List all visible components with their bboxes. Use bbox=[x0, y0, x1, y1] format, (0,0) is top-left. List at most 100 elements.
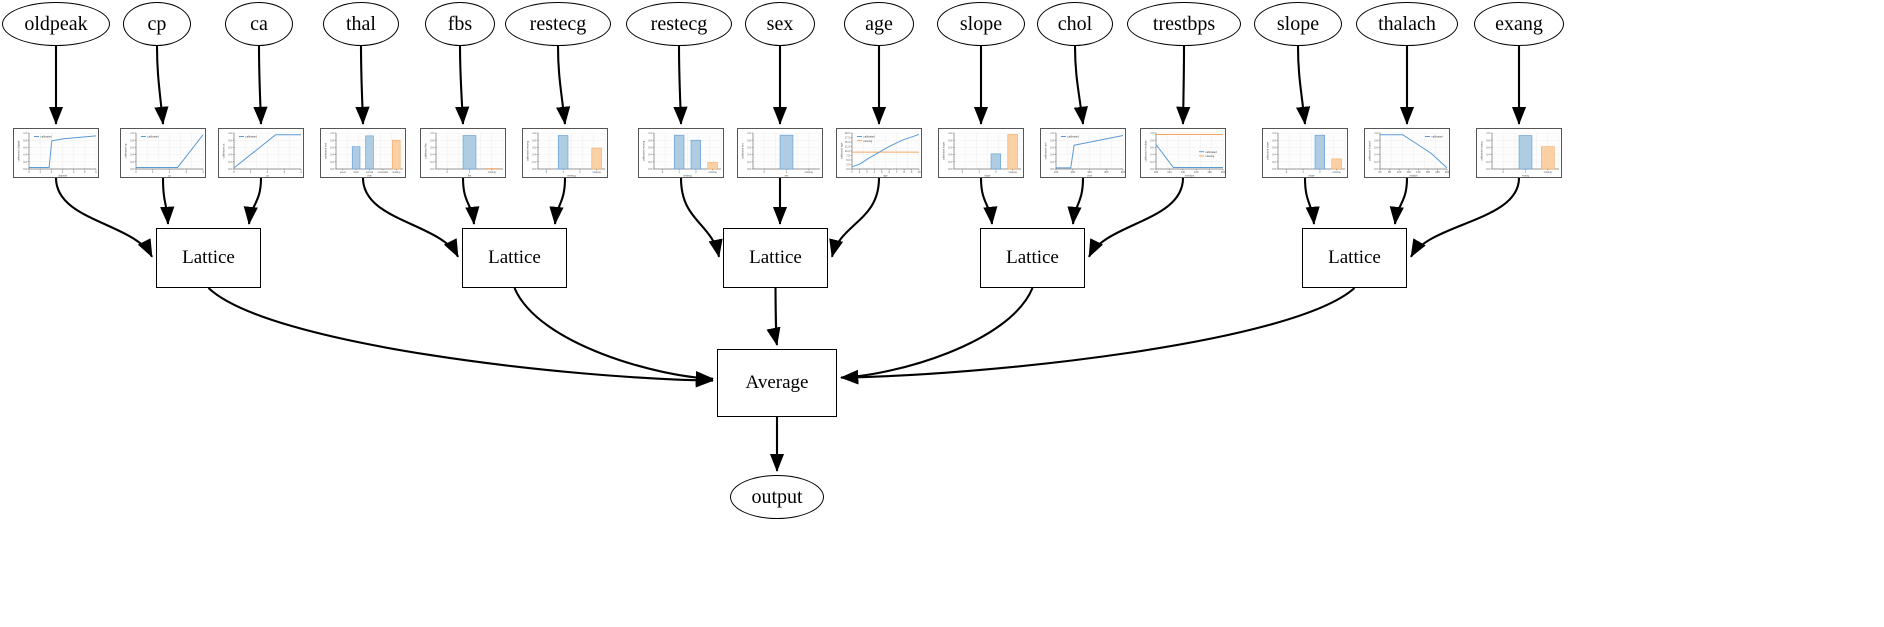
svg-text:0.8: 0.8 bbox=[1486, 138, 1490, 142]
edge-feature-to-calibrator-cp bbox=[154, 45, 169, 125]
svg-text:0.2: 0.2 bbox=[1374, 160, 1378, 164]
svg-text:1.0: 1.0 bbox=[1050, 131, 1054, 135]
svg-text:0.8: 0.8 bbox=[430, 138, 434, 142]
feature-node-sex[interactable]: sex bbox=[745, 2, 815, 46]
feature-node-ca[interactable]: ca bbox=[225, 2, 293, 46]
feature-node-slope[interactable]: slope bbox=[1254, 2, 1342, 46]
svg-text:calibrated: calibrated bbox=[863, 135, 875, 139]
svg-text:60: 60 bbox=[1379, 170, 1382, 174]
svg-text:0.0: 0.0 bbox=[330, 167, 334, 171]
svg-text:0: 0 bbox=[135, 170, 137, 174]
svg-text:chol: chol bbox=[1087, 174, 1092, 177]
svg-text:0.6: 0.6 bbox=[330, 146, 334, 150]
svg-text:areal: areal bbox=[340, 171, 346, 174]
svg-text:6: 6 bbox=[95, 170, 97, 174]
svg-text:slope: slope bbox=[1308, 174, 1315, 177]
feature-node-restecg[interactable]: restecg bbox=[626, 2, 732, 46]
svg-text:7.5: 7.5 bbox=[846, 154, 850, 158]
svg-text:0.8: 0.8 bbox=[1374, 138, 1378, 142]
svg-text:2: 2 bbox=[859, 170, 861, 174]
average-node-label: Average bbox=[745, 372, 809, 393]
calibrator-chart: 0.02.55.07.510.012.515.017.520.0calibrat… bbox=[840, 131, 921, 177]
edge-calibrator-to-lattice bbox=[1067, 177, 1085, 225]
lattice-node-1[interactable]: Lattice bbox=[462, 228, 567, 288]
feature-node-slope[interactable]: slope bbox=[937, 2, 1025, 46]
svg-text:0.0: 0.0 bbox=[1150, 167, 1154, 171]
svg-text:0: 0 bbox=[962, 171, 964, 174]
feature-node-thal[interactable]: thal bbox=[323, 2, 399, 46]
lattice-node-3[interactable]: Lattice bbox=[980, 228, 1085, 288]
svg-text:calibrated: calibrated bbox=[1431, 135, 1443, 139]
svg-text:15.0: 15.0 bbox=[845, 140, 851, 144]
lattice-node-4[interactable]: Lattice bbox=[1302, 228, 1407, 288]
lattice-node-0[interactable]: Lattice bbox=[156, 228, 261, 288]
svg-text:0.4: 0.4 bbox=[330, 153, 334, 157]
svg-text:reversible: reversible bbox=[378, 171, 389, 174]
svg-text:1.0: 1.0 bbox=[1374, 131, 1378, 135]
average-node[interactable]: Average bbox=[717, 349, 837, 417]
edge-calibrator-to-lattice bbox=[1410, 177, 1521, 258]
svg-text:1.0: 1.0 bbox=[1150, 131, 1154, 135]
svg-text:0.2: 0.2 bbox=[130, 160, 134, 164]
svg-text:missing: missing bbox=[1205, 154, 1214, 158]
feature-node-exang[interactable]: exang bbox=[1474, 2, 1564, 46]
svg-text:1: 1 bbox=[469, 171, 471, 174]
feature-node-cp[interactable]: cp bbox=[123, 2, 191, 46]
svg-text:0.4: 0.4 bbox=[430, 153, 434, 157]
edge-lattice-to-average bbox=[207, 287, 714, 388]
edge-calibrator-to-lattice bbox=[361, 177, 459, 258]
svg-text:calibrated oldpeak: calibrated oldpeak bbox=[17, 140, 21, 162]
output-node[interactable]: output bbox=[730, 475, 824, 519]
svg-text:0: 0 bbox=[546, 171, 548, 174]
svg-text:0.6: 0.6 bbox=[1272, 146, 1276, 150]
svg-text:0.2: 0.2 bbox=[1486, 160, 1490, 164]
svg-text:2: 2 bbox=[169, 170, 171, 174]
svg-text:1: 1 bbox=[978, 171, 980, 174]
svg-text:slope: slope bbox=[984, 174, 991, 177]
edge-feature-to-calibrator-restecg bbox=[556, 45, 571, 125]
svg-text:0.6: 0.6 bbox=[130, 146, 134, 150]
svg-text:fixed: fixed bbox=[354, 171, 360, 174]
svg-text:calibrated: calibrated bbox=[147, 135, 159, 139]
feature-node-chol[interactable]: chol bbox=[1037, 2, 1113, 46]
feature-node-restecg[interactable]: restecg bbox=[505, 2, 611, 46]
feature-node-label: thal bbox=[346, 12, 376, 35]
svg-text:100: 100 bbox=[1397, 170, 1402, 174]
feature-node-fbs[interactable]: fbs bbox=[425, 2, 495, 46]
svg-text:0.4: 0.4 bbox=[1486, 153, 1490, 157]
svg-text:calibrated: calibrated bbox=[40, 135, 52, 139]
svg-text:0.2: 0.2 bbox=[532, 160, 536, 164]
feature-node-oldpeak[interactable]: oldpeak bbox=[2, 2, 110, 46]
svg-text:200: 200 bbox=[1221, 170, 1225, 174]
svg-text:9: 9 bbox=[911, 170, 913, 174]
svg-text:0.2: 0.2 bbox=[430, 160, 434, 164]
feature-node-thalach[interactable]: thalach bbox=[1356, 2, 1458, 46]
lattice-node-2[interactable]: Lattice bbox=[723, 228, 828, 288]
svg-text:1: 1 bbox=[1525, 171, 1527, 174]
feature-node-trestbps[interactable]: trestbps bbox=[1127, 2, 1241, 46]
svg-text:calibrated: calibrated bbox=[1067, 135, 1079, 139]
svg-text:1.0: 1.0 bbox=[430, 131, 434, 135]
svg-text:0.0: 0.0 bbox=[948, 167, 952, 171]
edge-lattice-to-average bbox=[766, 287, 781, 346]
output-node-label: output bbox=[751, 485, 803, 508]
svg-text:ca: ca bbox=[266, 175, 269, 177]
feature-node-age[interactable]: age bbox=[844, 2, 914, 46]
